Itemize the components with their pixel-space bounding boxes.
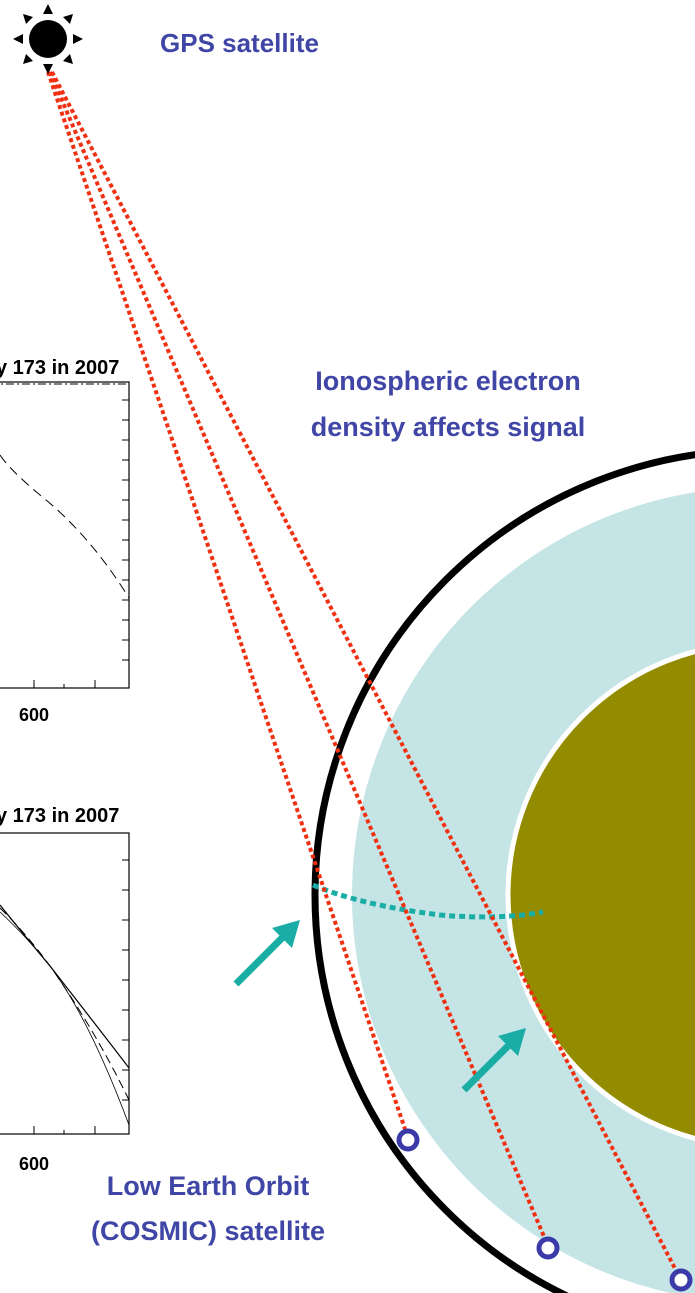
plot-2-frame: [0, 832, 130, 1135]
plot-1-ticks: [33, 399, 129, 688]
signal-ray-1: [46, 71, 410, 1139]
plot-2-title: y 173 in 2007: [0, 805, 119, 827]
leo-label-line-1: Low Earth Orbit: [107, 1171, 310, 1201]
inset-plot-1: y 173 in 2007 600: [0, 357, 130, 725]
arrow-tangent-point: [461, 1028, 526, 1093]
plot-1-frame: [0, 381, 130, 689]
plot-1-x-tick: 600: [19, 705, 49, 725]
plot-2-solid-curve-b: [0, 911, 130, 1126]
leo-label-line-2: (COSMIC) satellite: [91, 1216, 325, 1246]
inset-plot-2: y 173 in 2007 600: [0, 805, 130, 1174]
leo-satellite-marker-1: [396, 1128, 420, 1152]
plot-1-title: y 173 in 2007: [0, 357, 119, 379]
plot-2-ticks: [33, 859, 129, 1134]
plot-1-dashed-curve: [0, 454, 130, 599]
ionosphere-label-line-1: Ionospheric electron: [315, 366, 581, 396]
leo-satellite-marker-2: [536, 1236, 560, 1260]
signal-paths: [46, 71, 683, 1281]
earth: [505, 648, 695, 1142]
signal-ray-3: [50, 71, 683, 1281]
leo-satellite-markers: [396, 1128, 693, 1292]
tangent-point-trajectory: [312, 882, 544, 920]
gps-satellite-label: GPS satellite: [160, 28, 319, 58]
signal-ray-2: [48, 71, 550, 1247]
ionosphere-label-line-2: density affects signal: [311, 412, 586, 442]
plot-2-dashed-curve: [0, 907, 130, 1101]
sun-like-satellite-icon: [13, 4, 83, 74]
arrow-ionosphere-edge: [233, 920, 300, 987]
leo-satellite-marker-3: [669, 1268, 693, 1292]
plot-2-x-tick: 600: [19, 1154, 49, 1174]
